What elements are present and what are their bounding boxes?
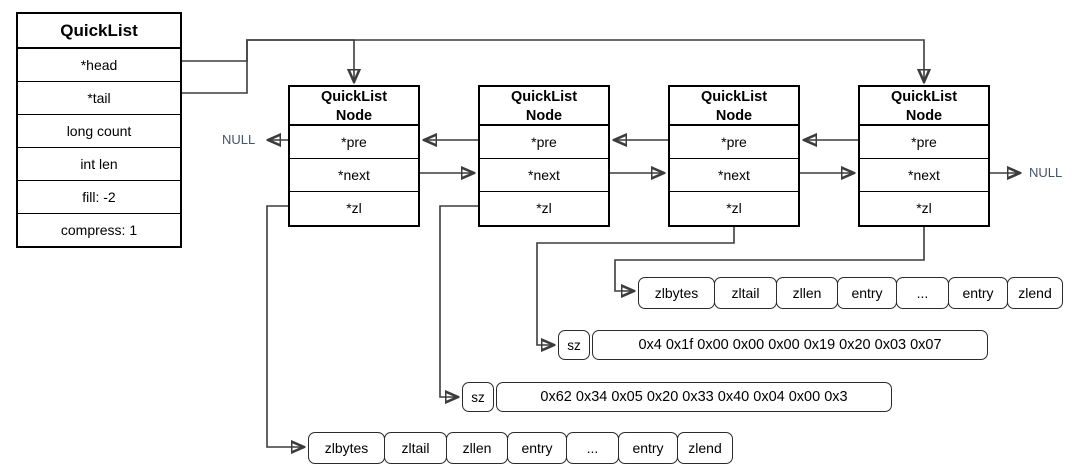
ziplist-bottom-cell-zltail: zltail	[384, 432, 447, 464]
node-1-field-next: *next	[290, 159, 418, 192]
quicklist-struct: QuickList *head *tail long count int len…	[16, 12, 182, 248]
quicklist-node-3: QuickList Node *pre *next *zl	[668, 85, 800, 227]
node-4-field-pre: *pre	[860, 126, 988, 159]
quicklist-field-compress: compress: 1	[60, 222, 138, 238]
node-2-field-next: *next	[480, 159, 608, 192]
ziplist-bottom-cell-entry-first: entry	[507, 432, 567, 464]
node-title-line1: QuickList	[700, 89, 768, 105]
null-label-right: NULL	[1029, 165, 1063, 180]
node-title-line2: Node	[905, 108, 943, 124]
node-4-field-zl: *zl	[916, 200, 932, 216]
ziplist-top-cell-zlbytes: zlbytes	[638, 277, 715, 309]
node-title-line1: QuickList	[320, 89, 388, 105]
quicklist-title: QuickList	[18, 14, 180, 49]
ziplist-bottom-cell-zlbytes: zlbytes	[308, 432, 385, 464]
ziplist-top-cell-entry-first: entry	[837, 277, 897, 309]
quicklist-node-2-title: QuickList Node	[480, 87, 608, 126]
ziplist-top-cell-zlend: zlend	[1007, 277, 1063, 309]
ziplist-top-cell-zltail: zltail	[714, 277, 777, 309]
quicklist-field-len: int len	[18, 148, 180, 181]
ziplist-top-cell-entry-last: entry	[948, 277, 1008, 309]
wire-node2-zl-to-sz-lower	[439, 205, 545, 397]
sz-row-upper-bytes: 0x4 0x1f 0x00 0x00 0x00 0x19 0x20 0x03 0…	[592, 330, 988, 360]
node-1-field-zl: *zl	[346, 200, 362, 216]
ziplist-bottom: zlbytes zltail zllen entry ... entry zle…	[308, 432, 733, 464]
ziplist-top: zlbytes zltail zllen entry ... entry zle…	[638, 277, 1063, 309]
sz-row-upper: sz 0x4 0x1f 0x00 0x00 0x00 0x19 0x20 0x0…	[558, 330, 988, 360]
sz-row-upper-tag: sz	[558, 330, 590, 360]
quicklist-field-head: *head	[18, 49, 180, 82]
node-2-field-pre: *pre	[480, 126, 608, 159]
ziplist-top-cell-ellipsis: ...	[896, 277, 949, 309]
node-1-field-pre: *pre	[290, 126, 418, 159]
wire-head-to-node1	[182, 39, 354, 82]
quicklist-node-4: QuickList Node *pre *next *zl	[858, 85, 990, 227]
ziplist-bottom-cell-zlend: zlend	[677, 432, 733, 464]
quicklist-field-fill: fill: -2	[18, 181, 180, 214]
quicklist-node-1: QuickList Node *pre *next *zl	[288, 85, 420, 227]
node-title-line2: Node	[715, 108, 753, 124]
ziplist-top-cell-zllen: zllen	[776, 277, 838, 309]
quicklist-node-4-title: QuickList Node	[860, 87, 988, 126]
sz-row-lower-bytes: 0x62 0x34 0x05 0x20 0x33 0x40 0x04 0x00 …	[496, 382, 892, 412]
wire-node1-zl-to-ziplist-bottom	[266, 205, 355, 447]
sz-row-lower-tag: sz	[462, 382, 494, 412]
node-3-field-next: *next	[670, 159, 798, 192]
node-2-field-zl: *zl	[536, 200, 552, 216]
quicklist-node-1-title: QuickList Node	[290, 87, 418, 126]
node-title-line1: QuickList	[510, 89, 578, 105]
node-title-line1: QuickList	[890, 89, 958, 105]
null-label-left: NULL	[222, 132, 256, 147]
ziplist-bottom-cell-ellipsis: ...	[566, 432, 619, 464]
quicklist-node-3-title: QuickList Node	[670, 87, 798, 126]
node-4-field-next: *next	[860, 159, 988, 192]
ziplist-bottom-cell-entry-last: entry	[618, 432, 678, 464]
sz-row-lower: sz 0x62 0x34 0x05 0x20 0x33 0x40 0x04 0x…	[462, 382, 892, 412]
node-3-field-pre: *pre	[670, 126, 798, 159]
quicklist-node-2: QuickList Node *pre *next *zl	[478, 85, 610, 227]
node-3-field-zl: *zl	[726, 200, 742, 216]
ziplist-bottom-cell-zllen: zllen	[446, 432, 508, 464]
quicklist-field-count: long count	[18, 115, 180, 148]
node-title-line2: Node	[335, 108, 373, 124]
node-title-line2: Node	[525, 108, 563, 124]
quicklist-field-tail: *tail	[18, 82, 180, 115]
